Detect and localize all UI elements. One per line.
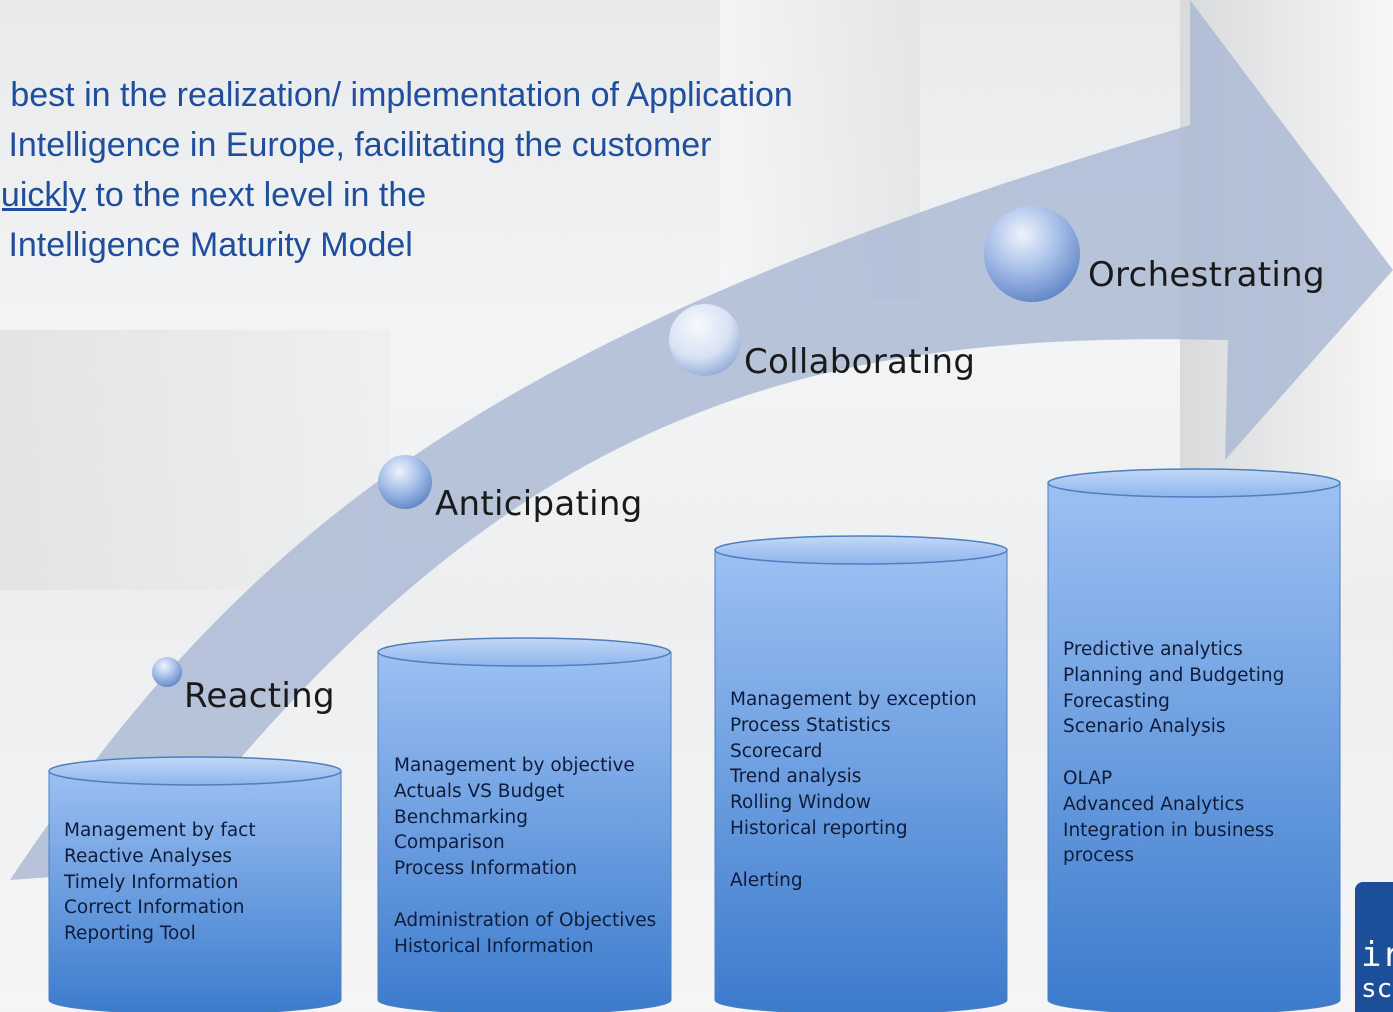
headline-line-2: s Intelligence in Europe, facilitating t… [0, 126, 712, 164]
headline-line-3: quickly to the next level in the [0, 170, 793, 220]
orchestrating-ball [984, 206, 1080, 302]
stage-label-orchestrating: Orchestrating [1088, 255, 1325, 295]
cylinder-collaborating [714, 535, 1008, 1012]
cylinder-orchestrating-text: Predictive analytics Planning and Budget… [1063, 639, 1285, 867]
reacting-ball [152, 657, 182, 687]
cylinder-reacting [48, 756, 342, 1012]
headline: e best in the realization/ implementatio… [0, 70, 811, 270]
headline-line-1: e best in the realization/ implementatio… [0, 76, 793, 114]
company-logo: ir sc [1355, 882, 1393, 1012]
headline-line-4: s Intelligence Maturity Model [0, 226, 413, 264]
logo-text-bottom: sc [1361, 974, 1393, 1004]
cylinder-reacting-text: Management by fact Reactive Analyses Tim… [64, 820, 256, 945]
anticipating-ball [378, 455, 432, 509]
cylinder-anticipating-text: Management by objective Actuals VS Budge… [394, 755, 657, 957]
stage-label-reacting: Reacting [184, 676, 335, 716]
stage-label-collaborating: Collaborating [744, 342, 976, 382]
cylinder-anticipating [377, 637, 672, 1012]
stage-label-anticipating: Anticipating [435, 484, 643, 524]
collaborating-ball [669, 304, 741, 376]
cylinder-orchestrating [1047, 468, 1341, 1012]
cylinder-collaborating-text: Management by exception Process Statisti… [730, 689, 977, 891]
headline-line-3-rest: to the next level in the [85, 176, 427, 214]
quickly-link[interactable]: quickly [0, 176, 86, 214]
logo-text-top: ir [1361, 935, 1393, 975]
